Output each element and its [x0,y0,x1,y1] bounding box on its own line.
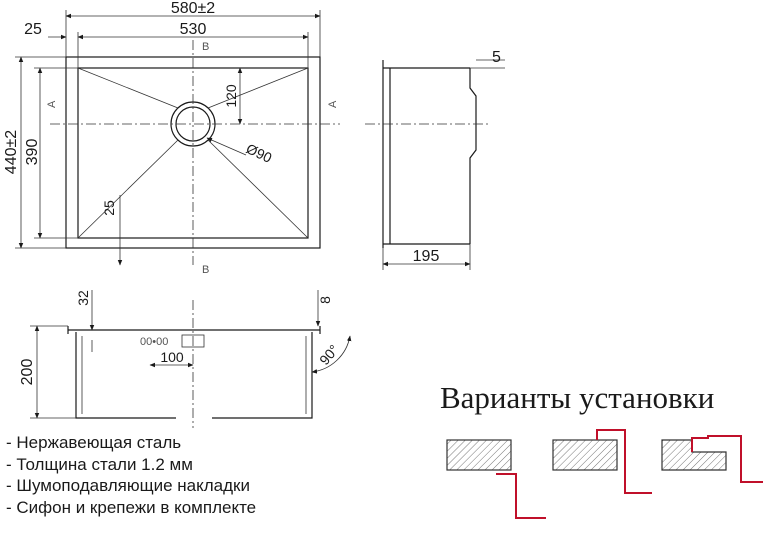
feature-item: - Сифон и крепежи в комплекте [6,497,257,517]
dim-drain-offset: 120 [223,84,239,108]
dim-side-flange: 5 [492,49,501,66]
section-marker-b-top: B [202,41,209,53]
dim-front-flange: 32 [75,290,91,306]
installation-option-overmount [552,429,652,494]
features-list: - Нержавеющая сталь - Толщина стали 1.2 … [6,432,256,518]
dim-wall-angle: 90° [316,341,342,368]
dim-drain-position: 100 [160,349,184,365]
dim-side-depth: 195 [413,248,440,265]
dim-rim-height: 8 [317,296,333,304]
section-marker-a-left: A [46,100,58,108]
feature-item: - Нержавеющая сталь [6,433,182,452]
dim-overall-width: 580±2 [171,0,215,17]
dim-depth: 200 [19,359,36,386]
dim-drain-diameter: Ø90 [244,140,275,166]
feature-item: - Толщина стали 1.2 мм [6,454,193,474]
section-marker-b-bottom: B [202,264,209,276]
installation-option-recessed [661,435,763,483]
dim-corner-radius: 25 [101,200,117,216]
dim-overall-length: 440±2 [3,130,20,174]
section-marker-a-right: A [327,100,339,108]
installation-option-flush [446,439,546,519]
top-view: 580±2 530 25 440±2 390 120 Ø90 25 B B A … [3,0,340,276]
side-view: 5 195 [365,49,505,270]
dim-inner-width: 530 [180,21,207,38]
dim-inner-length: 390 [24,139,41,166]
installation-title: Варианты установки [440,380,715,415]
badge-marks: 00•00 [140,336,168,348]
brand-logo [181,334,205,348]
dim-flange-left: 25 [24,21,42,38]
front-section: 00•00 32 8 200 100 90° [19,290,352,428]
feature-item: - Шумоподавляющие накладки [6,476,250,495]
